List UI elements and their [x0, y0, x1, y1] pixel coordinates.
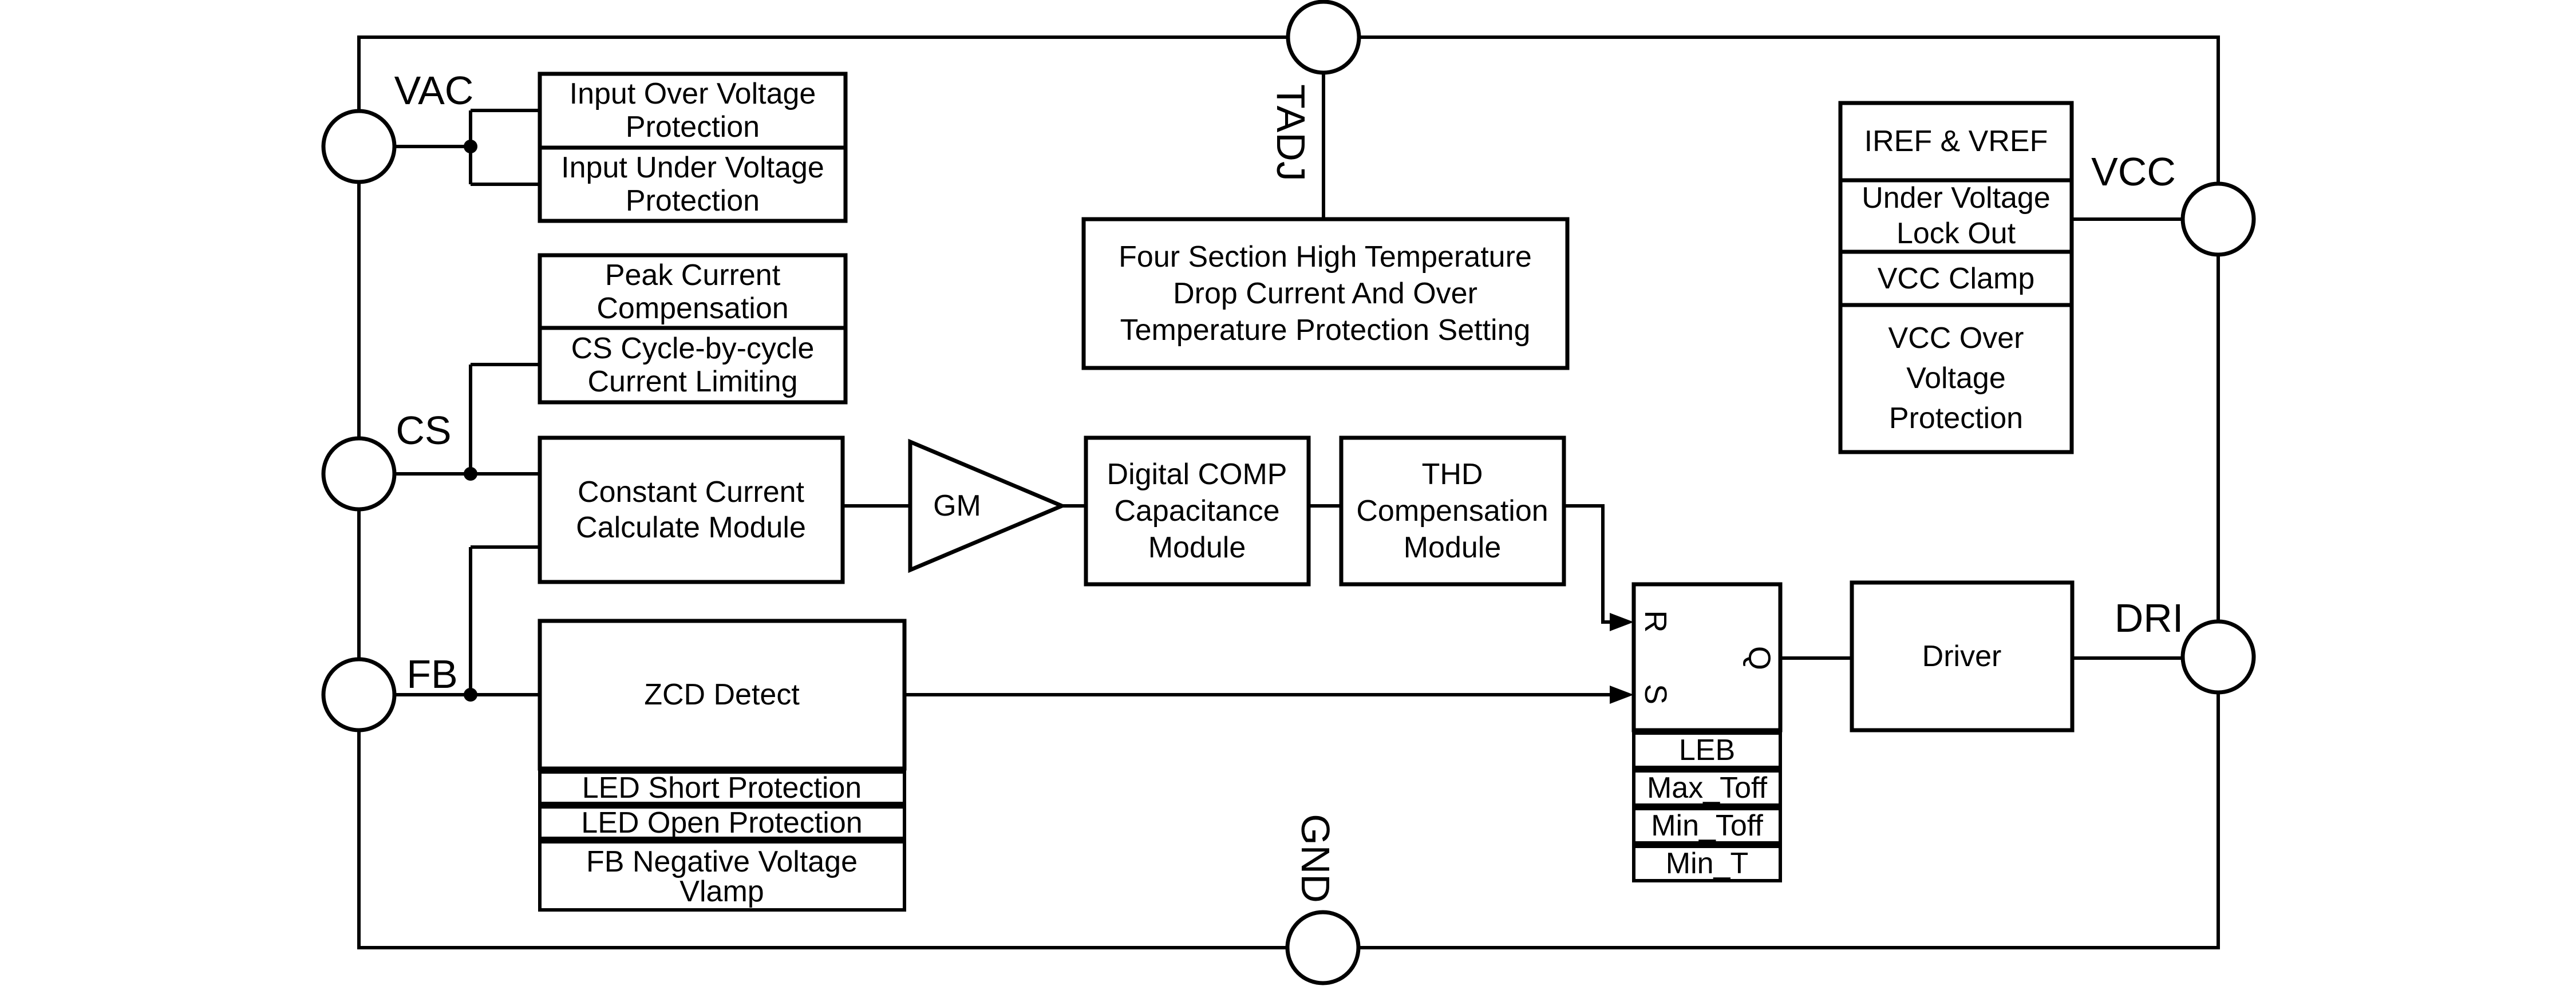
four-section-label-line1: Four Section High Temperature — [1119, 240, 1532, 274]
pin-vcc-label: VCC — [2091, 149, 2176, 194]
gm-amplifier-triangle — [908, 438, 1067, 573]
block-min-toff — [1632, 807, 1782, 845]
pin-tadj-label: TADJ — [1269, 84, 1313, 181]
pin-vac-label: VAC — [394, 68, 474, 113]
cs-cycle-label-line1: CS Cycle-by-cycle — [571, 332, 815, 365]
vcc-ovp-label-line1: VCC Over — [1888, 322, 2024, 355]
led-open-label: LED Open Protection — [581, 806, 862, 839]
block-leb — [1632, 731, 1782, 769]
pin-cs-label: CS — [396, 408, 451, 453]
vcc-ovp-label-line2: Voltage — [1906, 362, 2006, 395]
gm-label: GM — [933, 489, 981, 522]
block-fb-negative — [538, 840, 906, 912]
block-digital-comp — [1084, 435, 1311, 587]
four-section-label-line3: Temperature Protection Setting — [1120, 314, 1531, 347]
min-toff-label: Min_Toff — [1651, 809, 1763, 842]
max-toff-label: Max_Toff — [1647, 771, 1768, 805]
fb-negative-label-line1: FB Negative Voltage — [586, 845, 858, 878]
junction-vac — [464, 140, 477, 153]
input-uvp-label-line2: Protection — [626, 184, 760, 217]
pin-gnd-label: GND — [1293, 814, 1338, 903]
iref-vref-label: IREF & VREF — [1864, 125, 2048, 158]
constant-current-label-line2: Calculate Module — [576, 511, 806, 544]
pin-tadj — [1286, 0, 1361, 75]
block-min-t — [1632, 845, 1782, 882]
four-section-label-line2: Drop Current And Over — [1173, 277, 1477, 310]
fb-negative-label-line2: Vlamp — [679, 875, 764, 908]
block-zcd-detect — [538, 619, 907, 771]
pin-vcc — [2180, 181, 2256, 257]
led-short-label: LED Short Protection — [582, 771, 862, 805]
peak-current-label-line1: Peak Current — [605, 259, 781, 292]
arrowhead-r-input — [1610, 613, 1634, 631]
pin-fb — [321, 657, 397, 732]
vcc-ovp-label-line3: Protection — [1889, 402, 2023, 435]
block-thd — [1339, 435, 1566, 587]
pin-cs — [321, 436, 397, 512]
block-constant-current — [538, 435, 845, 584]
peak-current-label-line2: Compensation — [596, 292, 788, 325]
thd-label-line3: Module — [1404, 531, 1502, 564]
pin-gnd — [1285, 910, 1361, 985]
input-ovp-label-line2: Protection — [626, 110, 760, 144]
thd-label-line2: Compensation — [1356, 494, 1548, 528]
flipflop-s-label: S — [1638, 684, 1673, 704]
input-ovp-label-line1: Input Over Voltage — [570, 77, 816, 110]
wire-thd-r — [1564, 504, 1613, 624]
cs-cycle-label-line2: Current Limiting — [587, 365, 797, 398]
block-rs-flipflop — [1631, 582, 1783, 732]
block-led-short — [538, 770, 906, 805]
junction-fb — [464, 688, 477, 702]
pin-dri — [2180, 619, 2256, 695]
min-t-label: Min_T — [1666, 847, 1748, 880]
block-vcc-stack — [1838, 101, 2074, 454]
block-max-toff — [1632, 769, 1782, 807]
input-uvp-label-line1: Input Under Voltage — [561, 151, 824, 184]
junction-cs — [464, 467, 477, 481]
pin-dri-label: DRI — [2115, 596, 2184, 640]
constant-current-label-line1: Constant Current — [578, 476, 805, 509]
digital-comp-label-line2: Capacitance — [1114, 494, 1279, 528]
wires — [394, 73, 2183, 704]
driver-label: Driver — [1922, 640, 2002, 673]
uvlo-label-line2: Lock Out — [1897, 217, 2016, 250]
pin-fb-label: FB — [406, 652, 457, 696]
pin-vac — [321, 109, 397, 184]
arrowhead-s-input — [1610, 686, 1634, 704]
digital-comp-label-line3: Module — [1148, 531, 1246, 564]
zcd-label: ZCD Detect — [644, 678, 800, 711]
block-four-section — [1081, 217, 1570, 370]
vcc-clamp-label: VCC Clamp — [1878, 262, 2035, 295]
block-led-open — [538, 805, 906, 840]
leb-label: LEB — [1679, 734, 1735, 767]
block-driver — [1850, 580, 2075, 732]
uvlo-label-line1: Under Voltage — [1862, 181, 2050, 215]
digital-comp-label-line1: Digital COMP — [1107, 458, 1287, 491]
thd-label-line1: THD — [1422, 458, 1483, 491]
flipflop-r-label: R — [1638, 611, 1673, 633]
flipflop-q-label: Q — [1742, 646, 1776, 670]
